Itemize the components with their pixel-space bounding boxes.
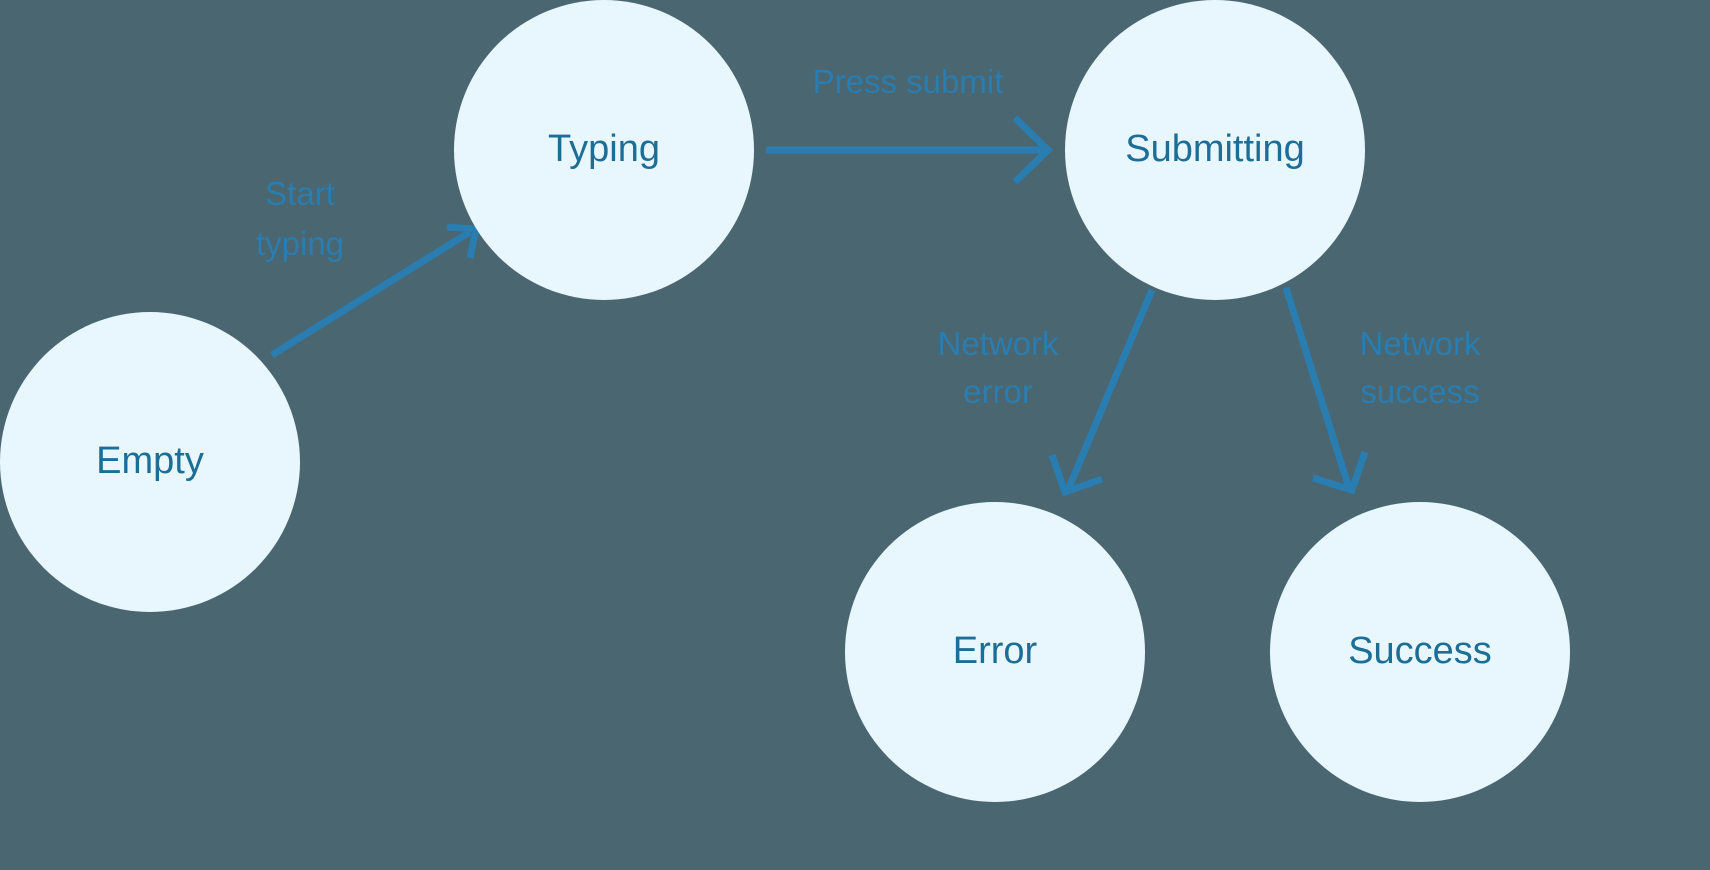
edge-typing-to-submitting[interactable] <box>766 115 1054 185</box>
node-typing-label: Typing <box>548 128 660 170</box>
edge-submitting-to-error[interactable] <box>1048 288 1156 497</box>
edge-label-press-submit-line1: Press submit <box>813 63 1004 100</box>
edge-empty-to-typing-arrowhead <box>446 223 481 259</box>
edge-submitting-to-error-arrowhead <box>1048 453 1104 497</box>
node-empty[interactable]: Empty <box>0 312 300 612</box>
edge-label-press-submit: Press submit <box>813 63 1004 100</box>
node-success-label: Success <box>1348 630 1492 672</box>
edge-submitting-to-success[interactable] <box>1282 286 1369 495</box>
edge-submitting-to-success-line <box>1282 286 1353 490</box>
edge-label-network-error: Network error <box>937 325 1059 410</box>
node-typing-circle <box>454 0 754 300</box>
edge-empty-to-typing[interactable] <box>270 223 481 358</box>
edge-label-network-success: Network success <box>1359 325 1481 410</box>
node-submitting-circle <box>1065 0 1365 300</box>
edge-label-network-error-line2: error <box>963 373 1033 410</box>
node-submitting[interactable]: Submitting <box>1065 0 1365 300</box>
edge-submitting-to-error-line <box>1064 288 1156 492</box>
edge-label-start-typing: Start typing <box>256 175 344 262</box>
node-error-circle <box>845 502 1145 802</box>
edge-label-start-typing-line2: typing <box>256 225 344 262</box>
node-error-label: Error <box>953 630 1038 672</box>
edge-empty-to-typing-line <box>270 229 472 358</box>
edge-label-start-typing-line1: Start <box>265 175 335 212</box>
edge-submitting-to-success-arrowhead <box>1311 450 1369 495</box>
node-success[interactable]: Success <box>1270 502 1570 802</box>
node-empty-label: Empty <box>96 440 204 482</box>
node-empty-circle <box>0 312 300 612</box>
node-error[interactable]: Error <box>845 502 1145 802</box>
edge-label-network-success-line1: Network <box>1359 325 1481 362</box>
edge-label-network-error-line1: Network <box>937 325 1059 362</box>
node-submitting-label: Submitting <box>1125 128 1305 170</box>
node-success-circle <box>1270 502 1570 802</box>
edge-label-network-success-line2: success <box>1360 373 1479 410</box>
node-typing[interactable]: Typing <box>454 0 754 300</box>
edge-typing-to-submitting-arrowhead <box>1012 115 1054 185</box>
